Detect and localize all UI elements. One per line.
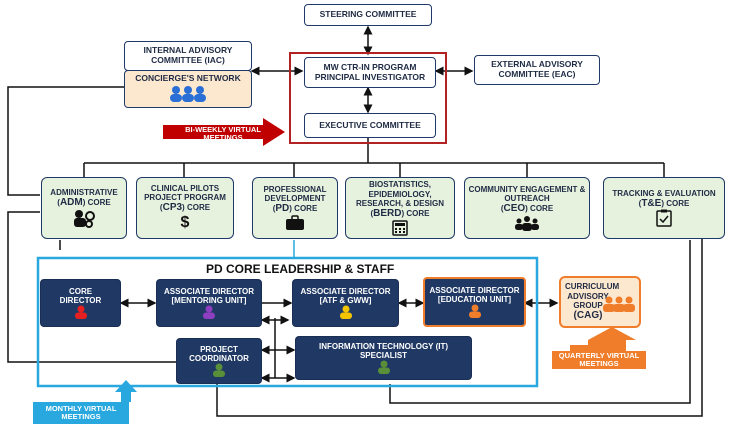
iac-label: INTERNAL ADVISORY COMMITTEE (IAC) [143, 45, 233, 65]
assoc-director-education-box: ASSOCIATE DIRECTOR [EDUCATION UNIT] [423, 277, 526, 327]
core-director-label: CORE DIRECTOR [59, 286, 102, 305]
concierge-network-label: CONCIERGE'S NETWORK [135, 73, 241, 83]
core-pd-post: CORE [294, 204, 318, 214]
pi-line2: PRINCIPAL INVESTIGATOR [314, 71, 426, 82]
core-cp3-post: CORE [186, 203, 211, 213]
assoc-atf-line2: [ATF & GWW] [319, 296, 372, 305]
principal-investigator-box: MW CTR-IN PROGRAM PRINCIPAL INVESTIGATOR [304, 57, 436, 88]
person-green-icon [377, 360, 390, 375]
dollar-icon: $ [180, 213, 190, 231]
steering-committee-label: STEERING COMMITTEE [319, 9, 417, 20]
assoc-atf-line1: ASSOCIATE DIRECTOR [300, 286, 391, 296]
core-ceo-pre: COMMUNITY ENGAGEMENT & OUTREACH [468, 185, 586, 204]
project-coordinator-box: PROJECT COORDINATOR [176, 338, 262, 384]
core-adm-post: CORE [87, 197, 111, 207]
person-red-icon [74, 305, 87, 320]
person-purple-icon [203, 305, 215, 320]
core-berd: BIOSTATISTICS, EPIDEMIOLOGY, RESEARCH, &… [345, 177, 455, 239]
monthly-meetings-banner: MONTHLY VIRTUAL MEETINGS [33, 402, 129, 424]
assoc-edu-line2: [EDUCATION UNIT] [437, 295, 512, 304]
core-pd: PROFESSIONAL DEVELOPMENT (PD) CORE [252, 177, 338, 239]
pi-line1: MW CTR-IN PROGRAM [323, 61, 417, 72]
core-ceo-post: CORE [530, 204, 554, 214]
core-pd-abbr: PD [275, 203, 290, 215]
person-green-icon [213, 363, 225, 378]
core-ceo: COMMUNITY ENGAGEMENT & OUTREACH (CEO) CO… [464, 177, 590, 239]
steering-committee-box: STEERING COMMITTEE [304, 4, 432, 26]
monthly-meetings-label: MONTHLY VIRTUAL MEETINGS [45, 404, 117, 422]
iac-box: INTERNAL ADVISORY COMMITTEE (IAC) [124, 41, 252, 71]
it-specialist-box: INFORMATION TECHNOLOGY (IT) SPECIALIST [295, 336, 472, 380]
person-yellow-icon [339, 305, 352, 320]
quarterly-meetings-banner: QUARTERLY VIRTUAL MEETINGS [552, 351, 646, 369]
quarterly-meetings-label: QUARTERLY VIRTUAL MEETINGS [558, 351, 640, 369]
core-cp3-abbr: CP3 [162, 202, 183, 214]
assoc-mentoring-line1: ASSOCIATE DIRECTOR [164, 286, 254, 296]
core-te-pre: TRACKING & EVALUATION [612, 188, 716, 198]
briefcase-icon [286, 215, 304, 230]
cag-line1: CURRICULUM ADVISORY GROUP [565, 282, 620, 310]
group-people-icon [170, 85, 206, 102]
executive-committee-label: EXECUTIVE COMMITTEE [319, 119, 421, 130]
group-orange-icon [603, 296, 635, 312]
assoc-edu-line1: ASSOCIATE DIRECTOR [429, 285, 520, 295]
core-berd-pre: BIOSTATISTICS, EPIDEMIOLOGY, RESEARCH, &… [355, 180, 444, 208]
cag-box: CURRICULUM ADVISORY GROUP (CAG) [559, 276, 641, 328]
core-adm-abbr: ADM [59, 196, 83, 208]
group-icon [515, 215, 539, 231]
core-adm: ADMINISTRATIVE (ADM) CORE [41, 177, 127, 239]
eac-box: EXTERNAL ADVISORY COMMITTEE (EAC) [474, 55, 600, 85]
core-te: TRACKING & EVALUATION (T&E) CORE [603, 177, 725, 239]
executive-committee-box: EXECUTIVE COMMITTEE [304, 113, 436, 138]
person-orange-icon [468, 304, 481, 319]
biweekly-meetings-label: BI-WEEKLY VIRTUAL MEETINGS [185, 125, 261, 143]
core-te-abbr: T&E [641, 197, 662, 209]
eac-label: EXTERNAL ADVISORY COMMITTEE (EAC) [491, 59, 583, 79]
calculator-icon [392, 219, 408, 236]
assoc-director-atf-box: ASSOCIATE DIRECTOR [ATF & GWW] [292, 279, 399, 327]
core-cp3: CLINICAL PILOTS PROJECT PROGRAM (CP3) CO… [136, 177, 234, 239]
concierge-network-box: CONCIERGE'S NETWORK [124, 70, 252, 108]
core-adm-pre: ADMINISTRATIVE [50, 187, 118, 197]
clipboard-icon [656, 209, 672, 228]
assoc-director-mentoring-box: ASSOCIATE DIRECTOR [MENTORING UNIT] [156, 279, 262, 327]
core-berd-abbr: BERD [373, 208, 402, 220]
it-line1: INFORMATION TECHNOLOGY (IT) [318, 341, 449, 351]
assoc-mentoring-line2: [MENTORING UNIT] [171, 296, 247, 305]
core-ceo-abbr: CEO [503, 203, 526, 215]
core-te-post: CORE [666, 198, 690, 208]
core-berd-post: CORE [406, 209, 430, 219]
it-line2: SPECIALIST [359, 351, 408, 360]
cag-line2: (CAG) [573, 310, 603, 322]
gears-person-icon [74, 210, 95, 229]
core-director-box: CORE DIRECTOR [40, 279, 121, 327]
core-cp3-pre: CLINICAL PILOTS PROJECT PROGRAM [144, 183, 226, 203]
core-pd-pre: PROFESSIONAL DEVELOPMENT [263, 185, 327, 204]
pd-leadership-title: PD CORE LEADERSHIP & STAFF [206, 262, 395, 276]
project-coordinator-label: PROJECT COORDINATOR [189, 344, 249, 363]
